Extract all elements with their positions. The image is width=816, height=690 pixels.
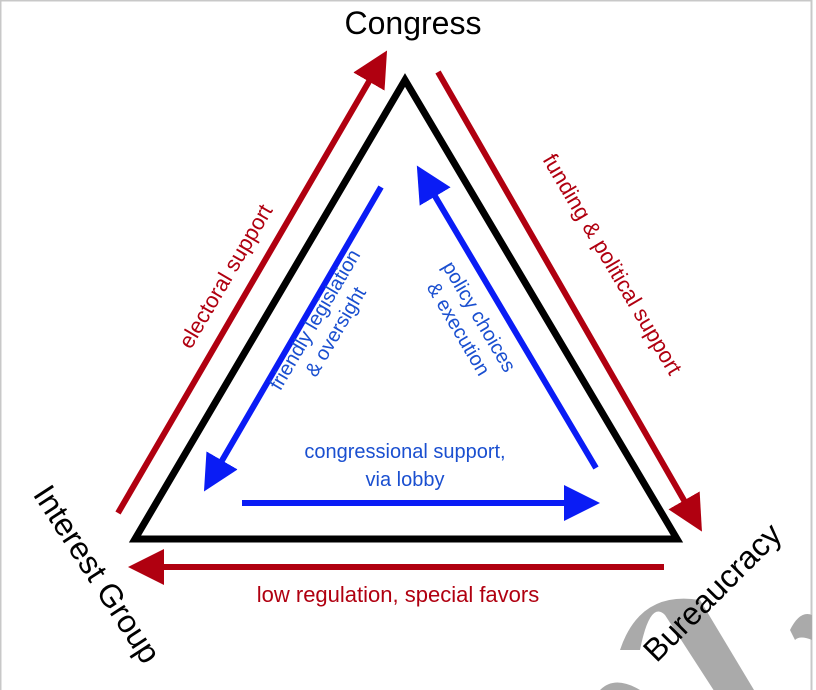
policy-choices-arrow [416, 165, 599, 470]
watermark-shape [600, 682, 640, 690]
watermark-shape [790, 614, 812, 640]
funding-arrow [435, 70, 702, 532]
interest-group-label: Interest Group [26, 478, 168, 669]
electoral-support-arrow [115, 50, 388, 515]
friendly-legislation-arrow [203, 185, 384, 492]
low-regulation-label: low regulation, special favors [257, 582, 539, 607]
policy-choices-label: policy choices & execution [422, 258, 520, 380]
congress-label: Congress [345, 5, 482, 41]
friendly-legislation-label: friendly legislation & oversight [266, 246, 372, 394]
watermark-shape [620, 598, 754, 690]
triangle [128, 73, 684, 543]
congressional-support-label-line1: congressional support, [304, 441, 505, 463]
congressional-support-label-line2: via lobby [366, 469, 445, 491]
